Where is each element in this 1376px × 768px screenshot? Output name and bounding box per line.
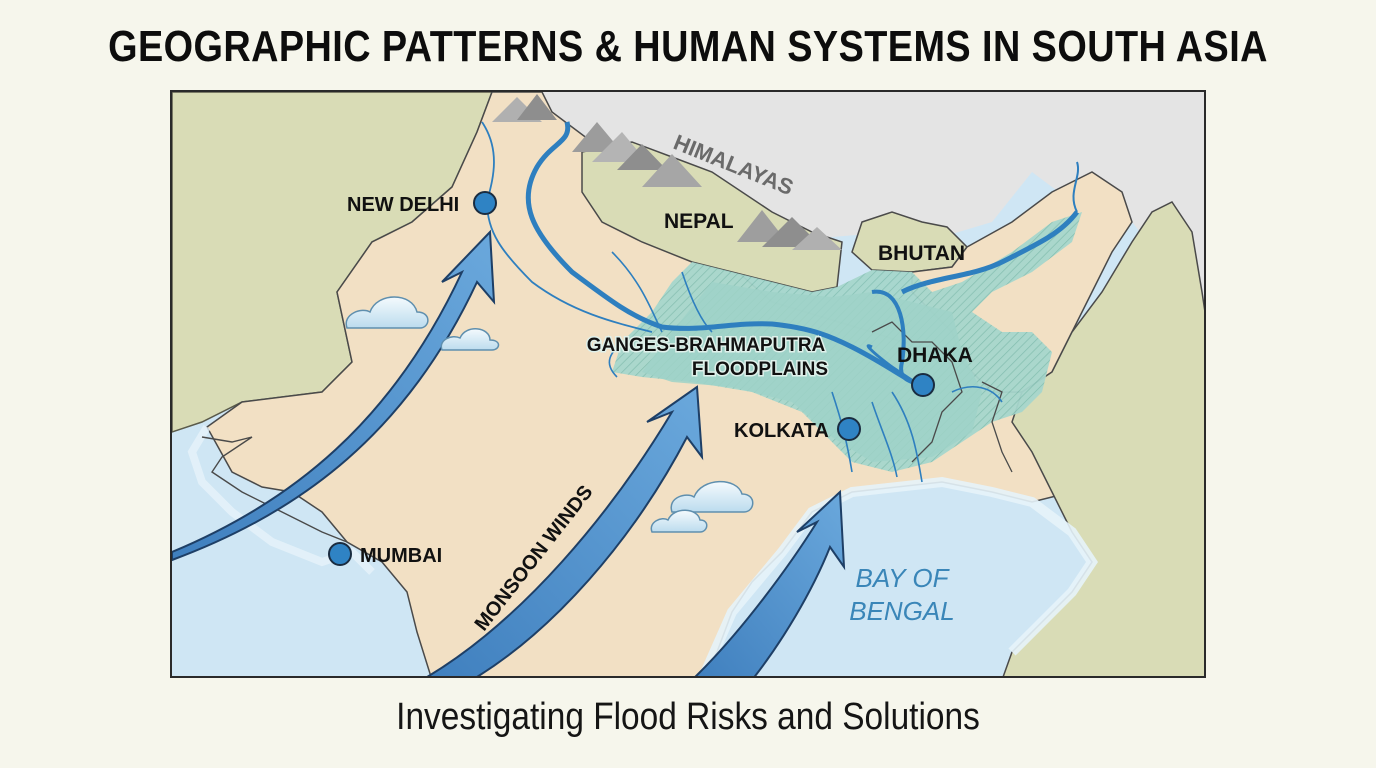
label-nepal: NEPAL (664, 210, 734, 233)
city-dot-mumbai (328, 542, 352, 566)
city-dot-dhaka (911, 373, 935, 397)
label-bengal: BENGAL (849, 596, 955, 626)
label-dhaka: DHAKA (897, 344, 973, 367)
south-asia-map: HIMALAYAS NEPAL BHUTAN NEW DELHI DHAKA K… (172, 92, 1204, 676)
label-floodplains-line2: FLOODPLAINS (692, 359, 828, 380)
mountain-icons (492, 94, 842, 250)
city-dot-kolkata (837, 417, 861, 441)
page-subtitle: Investigating Flood Risks and Solutions (396, 696, 980, 738)
page-title: GEOGRAPHIC PATTERNS & HUMAN SYSTEMS IN S… (108, 22, 1268, 71)
monsoon-arrow-west (172, 229, 496, 562)
label-floodplains-line1: GANGES-BRAHMAPUTRA (587, 335, 826, 356)
label-bhutan: BHUTAN (878, 242, 965, 265)
monsoon-arrows (172, 229, 846, 676)
city-dot-new-delhi (473, 191, 497, 215)
label-bay-of: BAY OF (856, 563, 951, 593)
label-new-delhi: NEW DELHI (347, 194, 459, 216)
label-kolkata: KOLKATA (734, 420, 829, 442)
label-mumbai: MUMBAI (360, 545, 442, 567)
monsoon-arrow-central (426, 385, 704, 676)
map-frame: HIMALAYAS NEPAL BHUTAN NEW DELHI DHAKA K… (170, 90, 1206, 678)
cloud-icons (345, 296, 754, 533)
monsoon-arrow-east (694, 489, 846, 676)
